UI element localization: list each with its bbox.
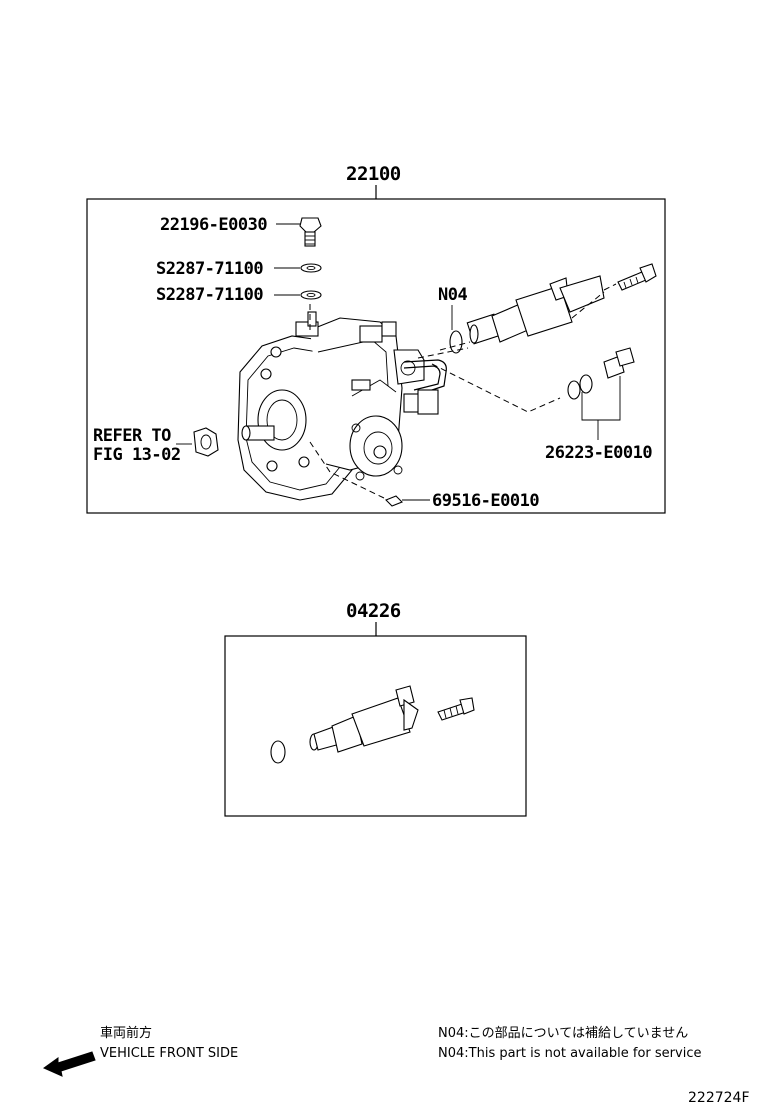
group-code-22100: 22100 xyxy=(346,163,401,185)
nut-icon xyxy=(193,427,219,457)
callout-bolt[interactable]: 22196-E0030 xyxy=(160,215,268,235)
bolt-icon xyxy=(299,217,322,247)
direction-label-jp: 車両前方 xyxy=(100,1025,152,1041)
callout-refer-line1[interactable]: REFER TO xyxy=(93,426,172,446)
assembly-line xyxy=(309,441,385,499)
figure-id: 222724F xyxy=(688,1090,750,1106)
callout-plug-parts[interactable]: 26223-E0010 xyxy=(545,443,653,463)
direction-label-en: VEHICLE FRONT SIDE xyxy=(100,1046,238,1061)
screw-icon xyxy=(437,697,475,721)
group-box-04226 xyxy=(224,635,527,817)
footnote-en: N04:This part is not available for servi… xyxy=(438,1046,701,1061)
washer-icon xyxy=(300,290,322,300)
injection-pump-illustration xyxy=(237,311,447,501)
callout-refer-line2[interactable]: FIG 13-02 xyxy=(93,445,181,465)
assembly-line xyxy=(439,341,471,351)
callout-clip[interactable]: 69516-E0010 xyxy=(432,491,540,511)
o-ring-icon xyxy=(449,330,463,354)
leader-line xyxy=(598,376,621,421)
control-valve-kit-illustration xyxy=(270,685,419,764)
clip-icon xyxy=(385,495,403,507)
control-valve-illustration xyxy=(466,275,605,345)
assembly-line xyxy=(603,283,617,291)
group-box-22100 xyxy=(86,198,666,514)
plug-icon xyxy=(567,347,635,400)
assembly-line xyxy=(431,363,561,413)
washer-icon xyxy=(300,263,322,273)
callout-washer-upper[interactable]: S2287-71100 xyxy=(156,259,264,279)
assembly-line xyxy=(571,291,605,319)
footnote-jp: N04:この部品については補給していません xyxy=(438,1026,688,1041)
callout-washer-lower[interactable]: S2287-71100 xyxy=(156,285,264,305)
leader-line xyxy=(581,392,598,421)
group-code-04226: 04226 xyxy=(346,600,401,622)
assembly-line xyxy=(417,347,469,359)
arrow-left-icon xyxy=(42,1051,96,1077)
screw-icon xyxy=(617,263,657,291)
callout-n04[interactable]: N04 xyxy=(438,285,468,305)
